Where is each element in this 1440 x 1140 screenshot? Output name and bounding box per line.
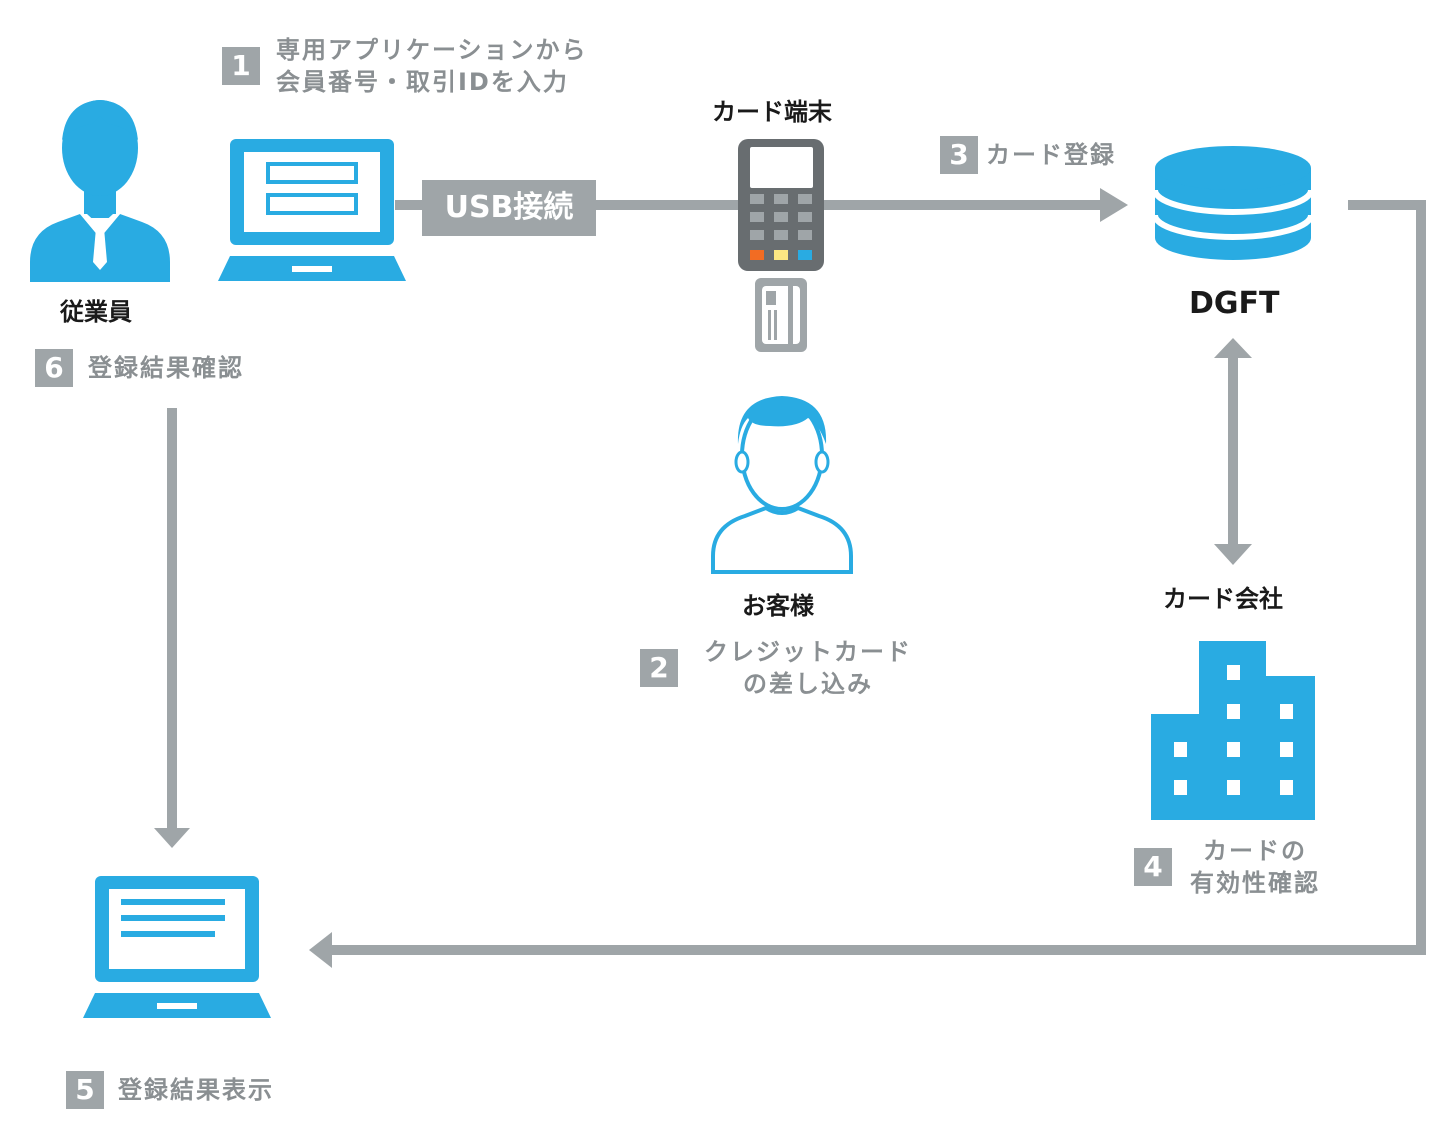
step-2-badge: 2 (640, 649, 678, 687)
arrow-terminal-to-dgft (824, 188, 1128, 222)
employee-label: 従業員 (60, 298, 132, 326)
step-5-line-1: 登録結果表示 (118, 1076, 274, 1104)
step-5-text: 登録結果表示 (118, 1074, 274, 1106)
step-4-badge: 4 (1134, 848, 1172, 886)
arrow-dgft-to-result-display (309, 200, 1426, 968)
step-6-text: 登録結果確認 (88, 352, 244, 384)
step-3-badge: 3 (940, 136, 978, 174)
arrow-employee-to-result-display (154, 408, 190, 848)
step-4-line-2: 有効性確認 (1190, 869, 1320, 897)
connectors (154, 188, 1426, 968)
credit-card-icon (755, 278, 807, 352)
step-4-line-1: カードの (1203, 837, 1307, 865)
step-2-line-1: クレジットカード (704, 638, 912, 666)
step-2-line-2: の差し込み (743, 670, 873, 698)
step-3-line-1: カード登録 (986, 141, 1116, 169)
step-1-line-2: 会員番号・取引IDを入力 (276, 68, 569, 96)
card-terminal-label: カード端末 (712, 98, 832, 126)
step-3-text: カード登録 (986, 139, 1116, 171)
employee-icon (30, 100, 170, 282)
step-2-text: クレジットカード の差し込み (690, 636, 926, 700)
building-icon (1151, 641, 1315, 820)
input-laptop-icon (218, 139, 406, 281)
customer-icon (711, 396, 853, 574)
step-5-badge: 5 (66, 1071, 104, 1109)
customer-label: お客様 (742, 592, 814, 620)
step-1-badge: 1 (222, 47, 260, 85)
dgft-label: DGFT (1189, 286, 1280, 321)
database-icon (1152, 146, 1314, 260)
usb-connection-label: USB接続 (422, 180, 596, 236)
step-6-badge: 6 (35, 349, 73, 387)
arrow-dgft-to-card-company (1214, 338, 1252, 565)
step-1-line-1: 専用アプリケーションから (276, 36, 588, 64)
step-4-text: カードの 有効性確認 (1180, 835, 1330, 899)
step-1-text: 専用アプリケーションから 会員番号・取引IDを入力 (276, 34, 588, 98)
card-company-label: カード会社 (1163, 585, 1283, 613)
card-terminal-icon (738, 139, 824, 271)
result-laptop-icon (83, 876, 271, 1018)
step-6-line-1: 登録結果確認 (88, 354, 244, 382)
